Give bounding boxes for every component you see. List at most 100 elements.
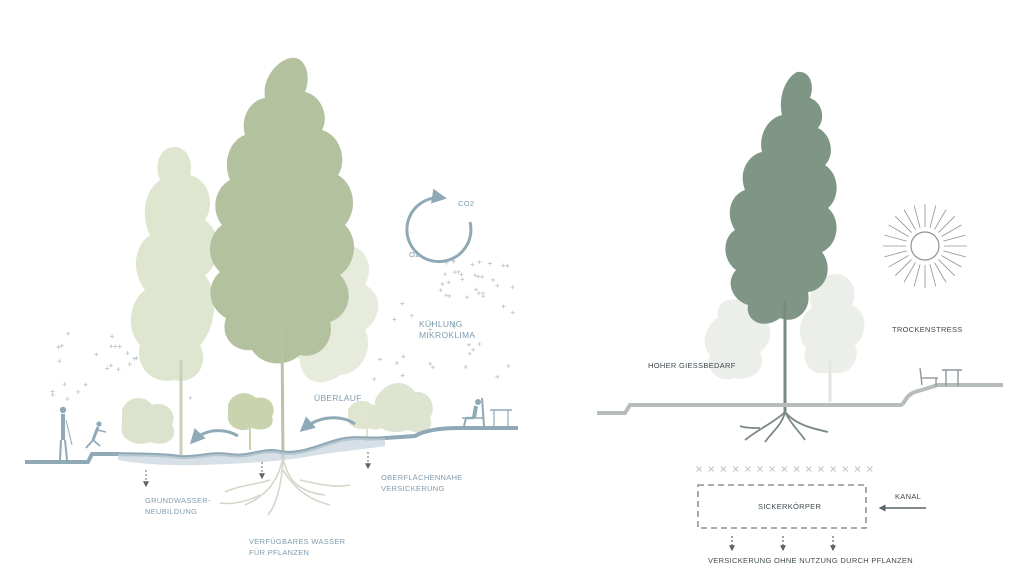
sparkle-cross [83,382,88,387]
sun-ray [913,264,921,287]
sparkle-cross [463,364,468,369]
left-panel [25,57,518,516]
sparkle-cross [400,373,405,378]
sparkle-cross [409,313,414,318]
sparkle-cross [476,291,481,296]
cross-mark [708,466,715,472]
sparkle-cross [50,392,55,397]
sparkle-cross [459,272,464,277]
versickerung-label: VERSICKERUNG OHNE NUTZUNG DURCH PFLANZEN [708,556,913,565]
sparkle-cross [392,317,397,322]
sparkle-cross [490,277,495,282]
o2-label: O2 [409,250,420,259]
hoher-giessbedarf-label: HOHER GIESSBEDARF [648,361,736,370]
sparkle-cross [378,357,383,362]
sparkle-cross [444,293,449,298]
tree-roots [219,457,351,516]
dry-tree-canopy [725,71,837,324]
ueberlauf-label: ÜBERLAUF [314,393,362,403]
seepage-arrows [729,536,836,552]
shrub-left [121,398,175,444]
sparkle-cross [116,367,121,372]
cross-mark [781,466,788,472]
sparkle-cross [56,345,61,350]
sparkle-cross [134,356,139,361]
kuehlung-line1: KÜHLUNG [419,319,463,329]
verfuegbar-line1: VERFÜGBARES WASSER [249,537,346,546]
person-sitting-bench [462,397,512,428]
sparkle-cross [372,377,377,382]
sparkle-cross [477,260,482,265]
sun-ray [913,205,921,228]
sparkle-cross [430,321,435,326]
sparkle-cross [466,342,471,347]
sparkle-cross [474,287,479,292]
sparkle-cross [447,293,452,298]
sparkle-cross [110,334,115,339]
grundwasser-label: GRUNDWASSER- NEUBILDUNG [145,495,211,517]
sparkle-cross [66,331,71,336]
kanal-label: KANAL [895,492,922,501]
sparkle-cross [446,280,451,285]
faded-tree-right [799,274,865,374]
cross-mark [732,466,739,472]
cross-mark [830,466,837,472]
sun-ray [895,216,912,233]
sun-ray [884,250,907,258]
grundwasser-line2: NEUBILDUNG [145,507,198,516]
sparkle-cross [465,295,470,300]
sun-disc [910,231,940,261]
co2-cycle-arc [405,188,473,264]
sparkle-cross [400,301,405,306]
sparkle-cross [127,362,132,367]
sparkle-cross [510,310,515,315]
background-tree-left [130,146,219,381]
oberflaeche-label: OBERFLÄCHENNAHE VERSICKERUNG [381,472,463,494]
sparkle-cross [117,344,122,349]
sparkle-cross [443,272,448,277]
person-standing [59,406,73,461]
cross-mark [757,466,763,472]
dry-tree-roots [739,411,829,443]
main-tree-trunk [280,329,285,461]
sparkle-cross [501,304,506,309]
sparkle-cross [394,361,399,366]
co2-label: CO2 [458,199,475,208]
sparkle-cross [113,344,118,349]
sparkle-cross [428,327,433,332]
trockenstress-label: TROCKENSTRESS [892,325,963,334]
sparkle-cross [431,365,436,370]
sparkle-cross [456,269,461,274]
sparkle-cross [506,364,511,369]
cross-mark [854,466,861,472]
oberflaeche-line1: OBERFLÄCHENNAHE [381,473,463,482]
infiltration-arrows [143,452,371,488]
sparkle-cross [481,294,486,299]
sun-ray [903,209,916,230]
sparkle-cross [501,263,506,268]
sickerkoerper-box [697,484,867,529]
sun-ray [941,224,962,237]
right-panel [597,71,1003,552]
sun-ray [941,255,962,268]
kuehlung-label: KÜHLUNG MIKROKLIMA [419,319,475,341]
sparkle-cross [188,395,193,400]
sparkle-cross [65,396,70,401]
sparkle-cross [94,352,99,357]
sparkle-cross [440,282,445,287]
sparkle-cross [467,351,472,356]
sparkle-cross [59,343,64,348]
sparkle-cross [109,344,114,349]
cross-mark [744,466,751,472]
sparkle-cross [125,351,130,356]
sparkle-cross [105,366,110,371]
sparkle-cross [62,382,67,387]
sparkle-cross [471,347,476,352]
verfuegbar-label: VERFÜGBARES WASSER FÜR PFLANZEN [249,536,345,558]
water-body [118,438,385,466]
sun-ray [929,205,937,228]
sickerkoerper-label: SICKERKÖRPER [758,502,822,511]
person-child-running [85,421,107,449]
sparkle-cross [460,277,465,282]
